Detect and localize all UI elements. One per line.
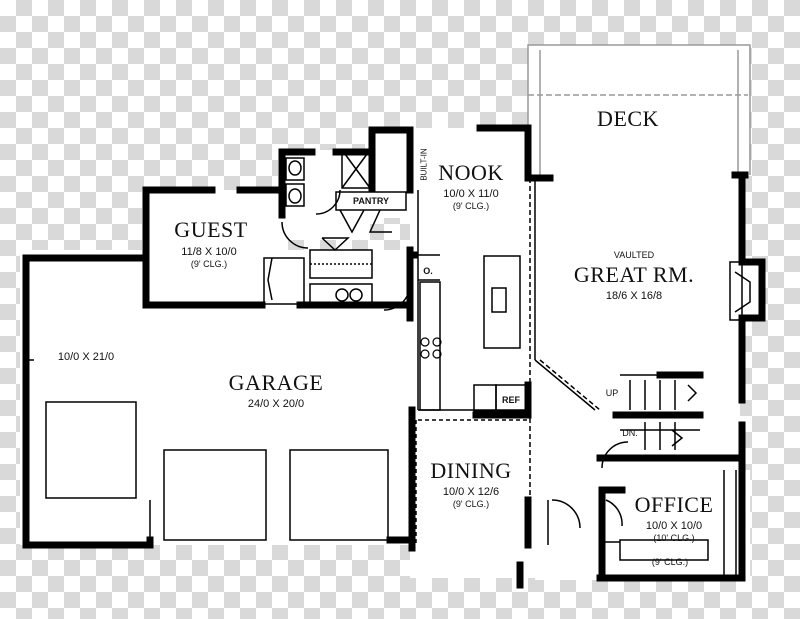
nook-ceiling: (9' CLG.)	[452, 201, 490, 211]
guest-dims: 11/8 X 10/0	[181, 246, 237, 258]
deck-label: DECK	[597, 106, 659, 131]
deck-outline	[527, 44, 751, 175]
office-dims: 10/0 X 10/0	[645, 520, 703, 532]
exterior-walls	[22, 124, 766, 589]
interior-lines	[26, 135, 751, 578]
stair-up-label: UP	[605, 388, 619, 398]
nook-label: NOOK	[438, 160, 504, 185]
garage-bay-dims: 10/0 X 21/0	[57, 351, 115, 363]
oven-label: O.	[423, 266, 433, 276]
entry-ceiling: (9' CLG.)	[651, 557, 689, 567]
great-room-prefix: VAULTED	[613, 250, 655, 260]
guest-ceiling: (9' CLG.)	[190, 259, 228, 269]
stair-down-label: DN.	[622, 428, 638, 438]
garage-label: GARAGE	[228, 370, 324, 395]
office-ceiling: (10' CLG.)	[653, 533, 695, 543]
great-room-label: GREAT RM.	[573, 262, 695, 287]
great-room-dims: 18/6 X 16/8	[605, 290, 663, 302]
dining-ceiling: (9' CLG.)	[452, 499, 490, 509]
builtin-label: BUILT-IN	[419, 148, 429, 181]
garage-dims: 24/0 X 20/0	[247, 398, 305, 410]
guest-label: GUEST	[174, 217, 248, 242]
dining-dims: 10/0 X 12/6	[442, 486, 500, 498]
nook-dims: 10/0 X 11/0	[443, 188, 499, 200]
ref-label: REF	[502, 395, 520, 405]
cooktop-icon	[420, 337, 442, 359]
pantry-label: PANTRY	[353, 196, 389, 206]
office-label: OFFICE	[634, 492, 714, 517]
dining-label: DINING	[430, 458, 512, 483]
